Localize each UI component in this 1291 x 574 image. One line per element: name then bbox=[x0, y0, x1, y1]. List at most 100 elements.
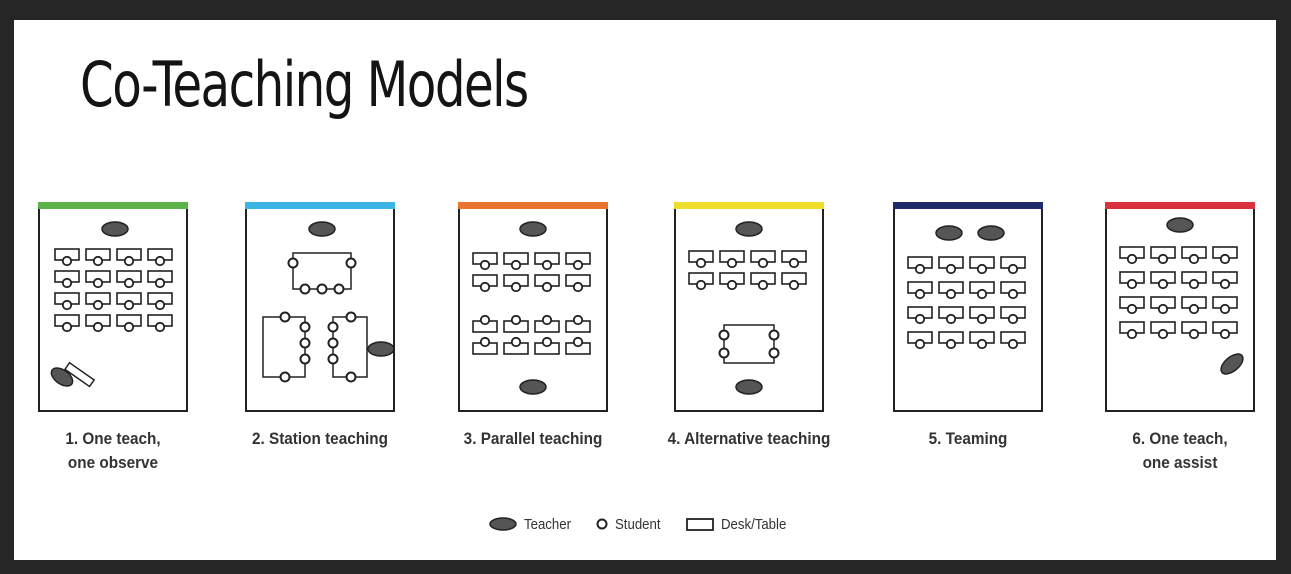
desk-with-student bbox=[147, 270, 173, 289]
student-icon bbox=[345, 371, 357, 383]
student-icon bbox=[596, 518, 608, 530]
student-icon bbox=[154, 255, 166, 267]
desk-with-student bbox=[1000, 281, 1026, 300]
student-icon bbox=[1007, 338, 1019, 350]
student-icon bbox=[1188, 303, 1200, 315]
student-icon bbox=[914, 263, 926, 275]
desk-with-student bbox=[85, 248, 111, 267]
desk-with-student bbox=[1000, 331, 1026, 350]
caption-one-teach-one-observe: 1. One teach, one observe bbox=[65, 429, 161, 472]
student-icon bbox=[914, 313, 926, 325]
accent-bar bbox=[38, 202, 188, 209]
student-icon bbox=[757, 257, 769, 269]
student-icon bbox=[788, 257, 800, 269]
desk-with-student bbox=[938, 256, 964, 275]
student-icon bbox=[1157, 253, 1169, 265]
desk-icon bbox=[686, 518, 714, 531]
student-icon bbox=[945, 263, 957, 275]
desk-with-student bbox=[116, 248, 142, 267]
student-icon bbox=[768, 329, 780, 341]
observer-desk-icon bbox=[63, 361, 96, 388]
student-icon bbox=[61, 255, 73, 267]
teacher-icon bbox=[489, 517, 517, 531]
caption-teaming: 5. Teaming bbox=[928, 429, 1008, 448]
station-table-icon bbox=[332, 316, 368, 378]
desk-with-student bbox=[1000, 306, 1026, 325]
student-icon bbox=[61, 299, 73, 311]
classroom-diagram bbox=[472, 221, 591, 395]
desk-with-student bbox=[907, 306, 933, 325]
desk-with-student bbox=[781, 250, 807, 269]
desk-with-student bbox=[969, 281, 995, 300]
model-card-station-teaching bbox=[245, 202, 395, 412]
student-icon bbox=[316, 283, 328, 295]
desk-with-student bbox=[1150, 271, 1176, 290]
desk-with-student bbox=[1119, 296, 1145, 315]
legend-student: Student bbox=[595, 516, 667, 533]
student-icon bbox=[1188, 328, 1200, 340]
desk-with-student bbox=[1150, 296, 1176, 315]
accent-bar bbox=[245, 202, 395, 209]
classroom-diagram bbox=[907, 225, 1026, 350]
student-icon bbox=[572, 314, 584, 326]
legend-teacher: Teacher bbox=[488, 516, 577, 533]
desk-with-student bbox=[688, 272, 714, 291]
desk-with-student bbox=[54, 292, 80, 311]
student-icon bbox=[1126, 253, 1138, 265]
student-icon bbox=[695, 279, 707, 291]
legend-desk-label: Desk/Table bbox=[721, 515, 787, 533]
student-icon bbox=[976, 338, 988, 350]
student-icon bbox=[1126, 328, 1138, 340]
student-icon bbox=[92, 299, 104, 311]
desk-with-student bbox=[54, 270, 80, 289]
teacher-icon bbox=[735, 221, 763, 237]
student-icon bbox=[123, 299, 135, 311]
desk-with-student bbox=[719, 272, 745, 291]
teacher-icon bbox=[1220, 353, 1244, 375]
student-icon bbox=[479, 281, 491, 293]
desk-with-student bbox=[1119, 271, 1145, 290]
accent-bar bbox=[674, 202, 824, 209]
desk-with-student bbox=[503, 274, 529, 293]
desk-with-student bbox=[472, 274, 498, 293]
teacher-icon bbox=[519, 221, 547, 237]
desk-with-student bbox=[116, 314, 142, 333]
student-icon bbox=[299, 283, 311, 295]
desk-with-student bbox=[688, 250, 714, 269]
desk-with-student bbox=[147, 314, 173, 333]
student-icon bbox=[123, 321, 135, 333]
desk-with-student bbox=[85, 314, 111, 333]
desk-with-student bbox=[54, 248, 80, 267]
student-icon bbox=[541, 281, 553, 293]
student-icon bbox=[1188, 278, 1200, 290]
student-icon bbox=[945, 338, 957, 350]
student-icon bbox=[1219, 303, 1231, 315]
student-icon bbox=[718, 347, 730, 359]
student-icon bbox=[345, 257, 357, 269]
teacher-icon bbox=[735, 379, 763, 395]
desk-with-student bbox=[1181, 321, 1207, 340]
teacher-icon bbox=[519, 379, 547, 395]
student-icon bbox=[479, 314, 491, 326]
teacher-icon bbox=[367, 341, 393, 357]
student-icon bbox=[1007, 313, 1019, 325]
caption-parallel-teaching: 3. Parallel teaching bbox=[463, 429, 603, 448]
desk-with-student bbox=[85, 270, 111, 289]
desk-with-student bbox=[1119, 321, 1145, 340]
student-icon bbox=[92, 255, 104, 267]
slide-title: Co-Teaching Models bbox=[80, 48, 529, 121]
desk-with-student bbox=[116, 270, 142, 289]
desk-with-student bbox=[1212, 246, 1238, 265]
student-icon bbox=[541, 259, 553, 271]
classroom-diagram bbox=[688, 221, 807, 395]
student-icon bbox=[1126, 278, 1138, 290]
desk-with-student bbox=[907, 256, 933, 275]
student-icon bbox=[327, 353, 339, 365]
student-icon bbox=[345, 311, 357, 323]
model-card-one-teach-one-assist bbox=[1105, 202, 1255, 412]
student-icon bbox=[299, 337, 311, 349]
student-icon bbox=[92, 277, 104, 289]
student-icon bbox=[1219, 253, 1231, 265]
student-icon bbox=[976, 288, 988, 300]
student-icon bbox=[726, 279, 738, 291]
